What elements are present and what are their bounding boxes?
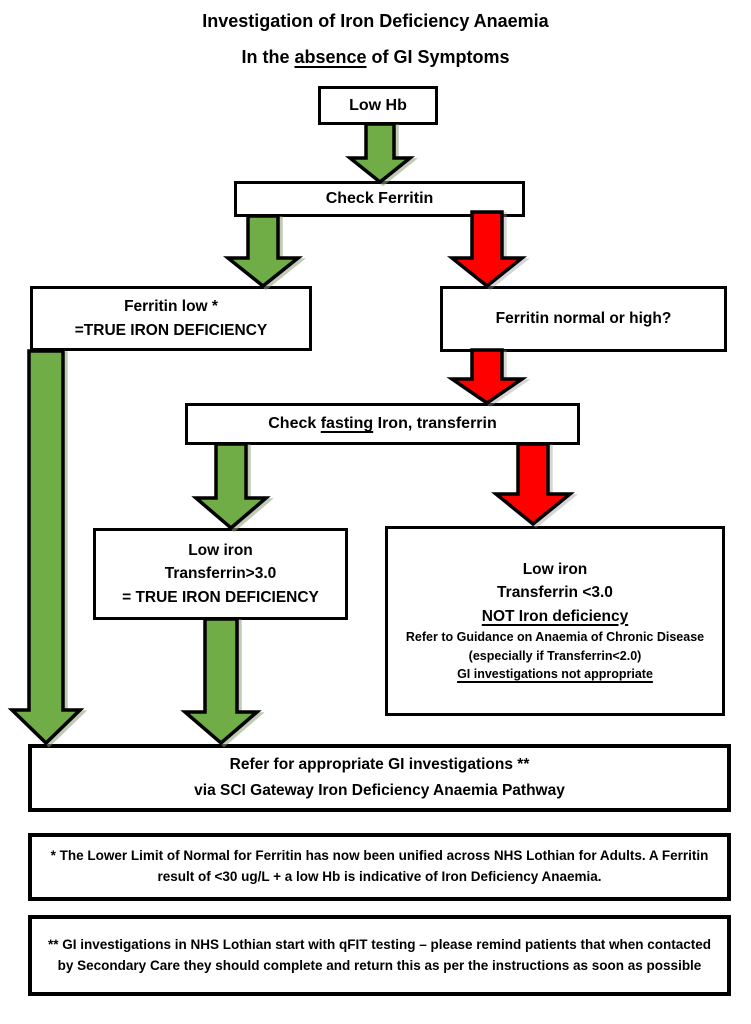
node-ferritin-low: Ferritin low * =TRUE IRON DEFICIENCY (30, 286, 312, 351)
node-refer-line2: via SCI Gateway Iron Deficiency Anaemia … (194, 782, 565, 799)
node-refer-gi: Refer for appropriate GI investigations … (28, 744, 731, 812)
node-check-fasting: Check fasting Iron, transferrin (185, 403, 580, 445)
node-nid-line1: Low iron (522, 561, 588, 578)
node-nid-line2: Transferrin <3.0 (497, 584, 613, 602)
node-nid-line3: NOT Iron deficiency (481, 607, 629, 625)
node-ferritin-normal: Ferritin normal or high? (440, 286, 727, 352)
node-nid-line6: GI investigations not appropriate (457, 667, 653, 682)
arrow-checkfasting-to-tid-icon (191, 442, 271, 531)
subtitle-underlined-word: absence (294, 47, 367, 67)
node-true-iron-deficiency: Low iron Transferrin>3.0 = TRUE IRON DEF… (93, 528, 348, 620)
node-tid-line3: = TRUE IRON DEFICIENCY (122, 588, 319, 606)
node-check-fasting-label: Check fasting Iron, transferrin (268, 412, 497, 436)
node-ferritin-low-line2: =TRUE IRON DEFICIENCY (74, 321, 268, 339)
page-title: Investigation of Iron Deficiency Anaemia (202, 11, 549, 31)
node-tid-line2: Transferrin>3.0 (164, 565, 277, 583)
arrow-checkfasting-to-nid-icon (491, 442, 575, 527)
page-subtitle: In the absence of GI Symptoms (0, 47, 751, 68)
node-not-iron-deficiency: Low iron Transferrin <3.0 NOT Iron defic… (385, 526, 725, 716)
check-fasting-prefix: Check (268, 415, 321, 432)
node-ferritin-low-line1: Ferritin low * (124, 298, 218, 316)
node-nid-line5: (especially if Transferrin<2.0) (468, 648, 642, 663)
arrow-ferritinnormal-to-checkfasting-icon (446, 348, 528, 406)
node-check-ferritin-label: Check Ferritin (325, 190, 434, 207)
node-nid-line4: Refer to Guidance on Anaemia of Chronic … (405, 629, 705, 644)
check-fasting-underlined-word: fasting (320, 415, 374, 432)
subtitle-prefix: In the (241, 47, 295, 67)
footnote-1-text: * The Lower Limit of Normal for Ferritin… (50, 848, 709, 884)
footnote-qfit: ** GI investigations in NHS Lothian star… (28, 915, 731, 996)
footnote-ferritin-limit: * The Lower Limit of Normal for Ferritin… (28, 833, 731, 901)
arrow-tid-to-refer-icon (180, 617, 262, 746)
subtitle-suffix: of GI Symptoms (366, 47, 510, 67)
node-low-hb: Low Hb (318, 86, 438, 125)
footnote-2-text: ** GI investigations in NHS Lothian star… (47, 936, 712, 973)
arrow-ferritinlow-to-refer-icon (7, 349, 85, 746)
node-low-hb-label: Low Hb (349, 96, 407, 114)
node-refer-line1: Refer for appropriate GI investigations … (229, 756, 530, 774)
arrow-checkferritin-to-ferritinnormal-icon (447, 210, 527, 289)
check-fasting-suffix: Iron, transferrin (373, 415, 497, 432)
node-tid-line1: Low iron (188, 542, 253, 560)
arrow-lowhb-to-checkferritin-icon (345, 122, 415, 185)
arrow-checkferritin-to-ferritinlow-icon (223, 214, 303, 289)
node-ferritin-normal-label: Ferritin normal or high? (495, 310, 672, 328)
